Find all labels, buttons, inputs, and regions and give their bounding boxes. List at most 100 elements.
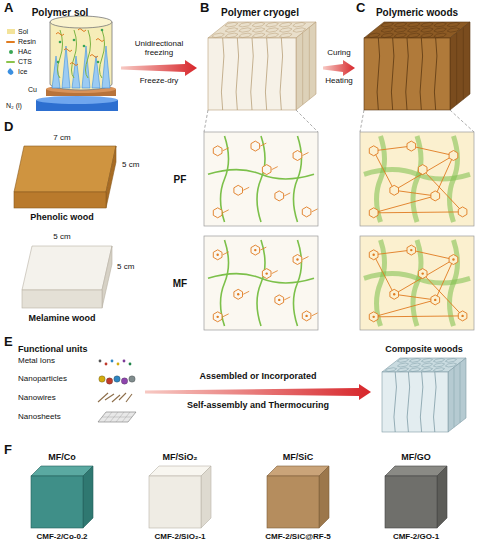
unit-name: Metal Ions (18, 356, 55, 365)
crosslink (435, 156, 453, 196)
nanoparticle (129, 376, 135, 382)
side-group (223, 314, 229, 317)
triazine-center (422, 272, 424, 274)
honeycomb-cell (421, 368, 432, 372)
honeycomb-cell (266, 33, 279, 38)
side-group (302, 257, 308, 260)
crosslink (374, 315, 463, 317)
zoom-frame (204, 132, 318, 226)
resin-ring (369, 250, 378, 260)
honeycomb-cell (225, 22, 238, 27)
honeycomb-cell (212, 33, 225, 38)
sample-name: MF/SiO₂ (163, 452, 198, 462)
crosslink (394, 260, 453, 295)
honeycomb-cell (252, 28, 265, 32)
channel-wall (406, 38, 409, 110)
honeycomb-cell (266, 22, 279, 27)
functional-icons (98, 360, 136, 422)
nanoparticle (121, 378, 127, 384)
metal-ion (111, 360, 114, 363)
sheet-grid (102, 417, 132, 418)
step-label: Freeze-dry (140, 76, 179, 85)
cryogel-block (208, 22, 316, 110)
coolant-label: N₂ (l) (6, 102, 22, 110)
triazine-center (216, 316, 218, 318)
resin-ring (213, 250, 222, 260)
step-label: Self-assembly and Thermocuring (187, 400, 329, 410)
side-group (243, 187, 249, 190)
side-group (302, 153, 308, 156)
sample-name: MF/GO (401, 452, 431, 462)
legend-text: HAc (18, 48, 31, 55)
acid-dot (101, 29, 104, 32)
chitosan-chain (100, 30, 105, 78)
channel-wall (391, 38, 394, 110)
resin-ring (431, 295, 440, 305)
side-group (284, 193, 290, 196)
honeycomb-cell (239, 33, 252, 38)
crosslink (423, 274, 463, 316)
triazine-center (216, 254, 218, 256)
resin-ring (458, 311, 467, 321)
resin-ring (302, 207, 311, 217)
channel-wall (265, 38, 268, 110)
resin-ring (293, 151, 302, 161)
triazine-center (452, 258, 454, 260)
unit-name: Nanosheets (18, 412, 61, 421)
channel-wall (454, 367, 455, 427)
honeycomb-cell (409, 363, 420, 367)
nanowire (126, 394, 132, 402)
honeycomb-cell (293, 22, 306, 27)
zoom-leader (450, 110, 474, 132)
channel-wall (420, 372, 423, 432)
panel-letter: C (356, 1, 365, 16)
sample-cube (31, 466, 93, 528)
resin-ring (458, 207, 467, 217)
molecular-zoom (360, 236, 474, 330)
unit-name: Nanoparticles (18, 374, 67, 383)
channel-wall (420, 38, 423, 110)
triazine-center (254, 249, 256, 251)
crosslink (411, 146, 453, 155)
block-front (364, 38, 450, 110)
side-group (284, 297, 290, 300)
acid-dot (83, 45, 86, 48)
crosslink (374, 196, 436, 213)
honeycomb-cell (397, 363, 408, 367)
melamine-slab (22, 246, 112, 308)
dimension-label: 5 cm (117, 262, 134, 271)
crosslink (394, 156, 453, 191)
arrow-label: Unidirectional freezing (119, 39, 199, 58)
chitosan-chain (208, 170, 314, 179)
honeycomb-cell (252, 33, 265, 38)
triazine-center (266, 272, 268, 274)
panel-letter: F (4, 443, 12, 458)
honeycomb-cell (225, 28, 238, 32)
panel-group: Composite woods (374, 338, 474, 442)
side-group (272, 271, 278, 274)
honeycomb-cell (394, 28, 407, 32)
sample-name: Phenolic wood (30, 212, 94, 222)
resin-ring (390, 185, 399, 195)
sample-cube (267, 466, 329, 528)
resin-ring (369, 146, 378, 156)
sample-name: MF/Co (48, 452, 76, 462)
honeycomb-cell (433, 358, 444, 362)
slab-front (385, 476, 437, 528)
chitosan-chain (58, 30, 63, 78)
block-side (448, 358, 466, 432)
slab-front (14, 192, 106, 208)
resin-ring (275, 295, 284, 305)
molecular-zoom (360, 132, 474, 226)
sample-name: MF/SiC (283, 452, 314, 462)
metal-ion (123, 360, 126, 363)
panel-title: Polymer cryogel (221, 7, 299, 18)
crosslink (423, 170, 463, 212)
channel-wall (309, 27, 310, 99)
acid-dot (73, 39, 76, 42)
triazine-center (237, 293, 239, 295)
side-group (260, 247, 266, 250)
honeycomb-cell (447, 28, 459, 32)
nanoparticle (99, 376, 105, 382)
